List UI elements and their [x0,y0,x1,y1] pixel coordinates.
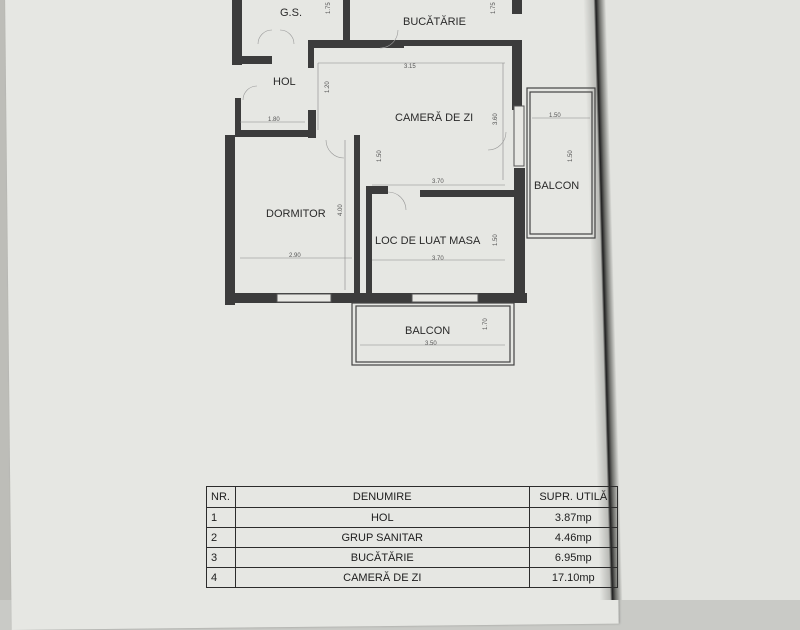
table-header-row: NR. DENUMIRE SUPR. UTILĂ [206,486,619,508]
dim-buc-height: 1.75 [491,2,497,14]
table-row: 3 BUCĂTĂRIE 6.95mp [206,547,619,568]
row-name: GRUP SANITAR [234,527,530,548]
header-nr: NR. [206,486,236,508]
dim-hol-height: 1.20 [325,81,331,93]
room-label-bucatarie: BUCĂTĂRIE [403,15,466,28]
dimension-labels: 3.15 1.80 1.20 3.60 1.50 3.70 4.00 2.90 … [268,2,574,347]
room-label-balcon-bottom: BALCON [405,325,450,337]
walls [225,0,527,305]
balconies [351,87,596,366]
table-row: 2 GRUP SANITAR 4.46mp [206,527,619,548]
dim-camera-width: 3.70 [432,179,444,185]
dim-masa-height: 1.50 [493,234,499,246]
row-area: 17.10mp [528,567,619,588]
room-label-dormitor: DORMITOR [266,208,326,220]
row-area: 3.87mp [528,507,619,528]
dim-camera-height: 3.60 [493,113,499,125]
dim-gs-height: 1.75 [326,2,332,14]
floor-plan: G.S. BUCĂTĂRIE HOL CAMERĂ DE ZI DORMITOR… [225,0,596,366]
interior-lines [240,62,590,346]
dim-hol-width: 1.80 [268,117,280,123]
second-paper-sheet [600,0,800,600]
dim-balcon-right-height: 1.50 [568,150,574,162]
table-row: 1 HOL 3.87mp [206,507,619,528]
room-label-gs: G.S. [280,7,302,19]
dim-balcon-right-width: 1.50 [549,113,561,119]
dim-top-width: 3.15 [404,64,416,70]
header-suprafata: SUPR. UTILĂ [528,486,619,508]
row-nr: 1 [206,507,236,528]
dim-camera-mid: 1.50 [377,150,383,162]
area-table: NR. DENUMIRE SUPR. UTILĂ 1 HOL 3.87mp 2 … [206,486,619,588]
row-nr: 2 [206,527,236,548]
door-swings [242,29,507,211]
row-area: 4.46mp [528,527,619,548]
row-name: BUCĂTĂRIE [234,547,530,568]
row-name: CAMERĂ DE ZI [234,567,530,588]
dim-balcon-bottom-width: 3.50 [425,341,437,347]
row-nr: 3 [206,547,236,568]
room-label-hol: HOL [273,76,296,88]
dim-dormitor-height: 4.00 [338,204,344,216]
dim-dormitor-width: 2.90 [289,253,301,259]
room-label-balcon-right: BALCON [534,180,579,192]
row-nr: 4 [206,567,236,588]
table-row: 4 CAMERĂ DE ZI 17.10mp [206,567,619,588]
room-labels: G.S. BUCĂTĂRIE HOL CAMERĂ DE ZI DORMITOR… [266,7,579,337]
room-label-loc-de-luat-masa: LOC DE LUAT MASA [375,235,481,247]
row-name: HOL [234,507,530,528]
row-area: 6.95mp [528,547,619,568]
windows [276,105,525,303]
room-label-camera-de-zi: CAMERĂ DE ZI [395,111,473,124]
dim-balcon-bottom-height: 1.70 [483,318,489,330]
header-denumire: DENUMIRE [234,486,530,508]
dim-masa-width: 3.70 [432,256,444,262]
